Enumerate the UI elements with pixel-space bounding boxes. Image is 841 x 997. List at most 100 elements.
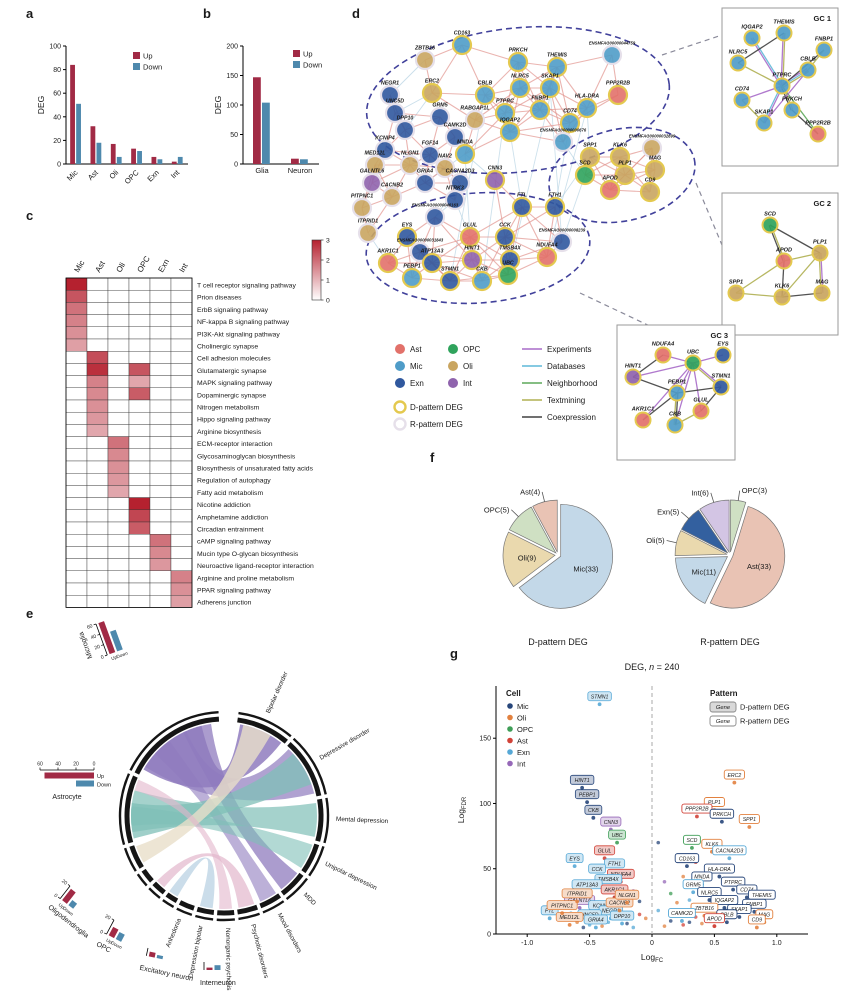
svg-text:Nitrogen metabolism: Nitrogen metabolism (197, 405, 260, 412)
svg-text:Astrocyte: Astrocyte (52, 794, 81, 801)
svg-text:HINT1: HINT1 (464, 246, 479, 252)
svg-text:MAG: MAG (815, 280, 829, 286)
svg-text:FNBP1: FNBP1 (746, 902, 763, 908)
svg-text:Down: Down (303, 61, 322, 70)
svg-text:Oli: Oli (463, 362, 473, 371)
svg-text:Cell: Cell (506, 689, 521, 698)
panel-letter-b: b (203, 6, 211, 21)
svg-text:FTL: FTL (545, 909, 554, 915)
svg-text:NLRC5: NLRC5 (729, 50, 749, 56)
svg-text:Ast: Ast (93, 259, 107, 274)
svg-text:60: 60 (37, 762, 43, 768)
svg-text:HLA-DRA: HLA-DRA (575, 94, 599, 100)
svg-text:Neighborhood: Neighborhood (547, 379, 597, 388)
chord-ribbon (157, 853, 255, 908)
cell-minibar-excitatory-neuron: Excitatory neuron (139, 947, 194, 983)
svg-text:Adherens junction: Adherens junction (197, 600, 252, 607)
svg-text:PTPRC: PTPRC (496, 99, 514, 105)
svg-text:Oli: Oli (107, 168, 120, 181)
svg-text:PEBP1: PEBP1 (579, 792, 596, 798)
svg-text:HINT1: HINT1 (625, 364, 641, 370)
svg-text:OPC: OPC (463, 345, 481, 354)
svg-text:OPC(5): OPC(5) (484, 505, 510, 514)
svg-text:SKAP1: SKAP1 (541, 74, 559, 80)
svg-text:THEMIS: THEMIS (547, 53, 567, 59)
svg-text:Neuroactive ligand-receptor in: Neuroactive ligand-receptor interaction (197, 563, 314, 570)
y-axis-label: DEG (36, 96, 46, 114)
svg-text:Arginine biosynthesis: Arginine biosynthesis (197, 429, 262, 436)
svg-text:EYS: EYS (717, 342, 728, 348)
svg-text:1.0: 1.0 (772, 940, 782, 947)
svg-text:FGF14: FGF14 (422, 141, 439, 147)
svg-text:GRM5: GRM5 (686, 882, 701, 888)
svg-text:AKR1C1: AKR1C1 (603, 888, 624, 894)
svg-text:D-pattern DEG: D-pattern DEG (410, 403, 463, 412)
svg-text:60: 60 (53, 91, 61, 98)
svg-text:KLK6: KLK6 (775, 284, 790, 290)
svg-text:Ast: Ast (517, 737, 529, 746)
svg-text:Up: Up (143, 52, 153, 61)
svg-text:Neuron: Neuron (288, 166, 313, 175)
pattern-pie-charts: Mic(33)Oli(9)OPC(5)Ast(4)D-pattern DEGOP… (484, 486, 786, 647)
svg-text:ENSMFAG00000046163: ENSMFAG00000046163 (412, 203, 459, 208)
svg-text:Up: Up (105, 938, 113, 945)
svg-text:TMSB4X: TMSB4X (598, 877, 619, 883)
disease-label: Depressive disorder (318, 727, 371, 762)
svg-text:CBLB: CBLB (720, 912, 734, 918)
svg-text:THEMIS: THEMIS (752, 893, 772, 899)
svg-text:CD9: CD9 (645, 178, 656, 184)
svg-text:Ast(33): Ast(33) (747, 562, 772, 571)
svg-text:ENSMFAG00000008239: ENSMFAG00000008239 (539, 228, 586, 233)
svg-text:0: 0 (234, 162, 238, 169)
svg-text:-1.0: -1.0 (521, 940, 533, 947)
svg-text:GALNTL6: GALNTL6 (360, 169, 384, 175)
svg-text:PLP1: PLP1 (618, 161, 631, 167)
cluster-ellipse (365, 191, 591, 305)
svg-text:CACNB2: CACNB2 (609, 901, 630, 907)
svg-text:Oli(9): Oli(9) (518, 553, 537, 562)
pie-caption: D-pattern DEG (528, 637, 588, 647)
svg-text:2: 2 (326, 257, 330, 264)
svg-text:Up: Up (97, 774, 104, 780)
svg-text:ATP13A3: ATP13A3 (420, 249, 444, 255)
svg-text:ERC2: ERC2 (425, 79, 439, 85)
panel-letter-a: a (26, 6, 34, 21)
svg-text:100: 100 (226, 103, 238, 110)
svg-text:PRKCH: PRKCH (509, 48, 528, 54)
disease-label: MDD (302, 892, 318, 908)
svg-text:60: 60 (86, 623, 93, 631)
svg-text:CACNA2D3: CACNA2D3 (716, 848, 744, 854)
disease-label: Bipolar disorder (265, 670, 290, 715)
svg-text:Amphetamine addiction: Amphetamine addiction (197, 514, 268, 521)
svg-text:SKAP1: SKAP1 (755, 110, 774, 116)
svg-text:TMSB4X: TMSB4X (499, 246, 521, 252)
cluster-ellipse (365, 25, 671, 175)
svg-text:20: 20 (73, 762, 79, 768)
svg-text:cAMP signaling pathway: cAMP signaling pathway (197, 539, 272, 546)
svg-text:Mic(11): Mic(11) (692, 567, 717, 576)
svg-text:CNN3: CNN3 (488, 166, 502, 172)
chord-ribbon (131, 806, 313, 869)
svg-text:PITPNC1: PITPNC1 (351, 194, 373, 200)
svg-text:3: 3 (326, 237, 330, 244)
x-axis-label: LogFC (641, 952, 664, 964)
svg-text:CKB: CKB (669, 412, 681, 418)
svg-text:40: 40 (90, 634, 97, 642)
chord-ribbon (169, 857, 215, 909)
svg-text:EYS: EYS (402, 223, 413, 229)
svg-text:Mic: Mic (517, 702, 529, 711)
svg-text:Cholinergic synapse: Cholinergic synapse (197, 344, 258, 351)
svg-text:ITPRID1: ITPRID1 (358, 219, 378, 225)
svg-text:CAMK2D: CAMK2D (444, 123, 467, 129)
svg-text:Databases: Databases (547, 362, 585, 371)
svg-text:20: 20 (60, 878, 68, 886)
svg-text:NLGN1: NLGN1 (401, 151, 419, 157)
svg-text:STMN1: STMN1 (441, 267, 459, 273)
